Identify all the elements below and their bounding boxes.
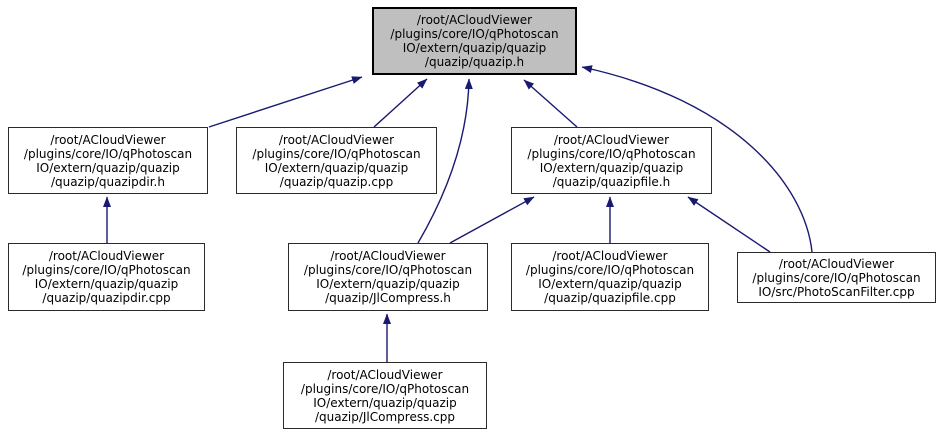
edge-jlcompress-h-to-quazipfile-h [449, 196, 535, 244]
node-jlcompress-cpp[interactable]: /root/ACloudViewer /plugins/core/IO/qPho… [283, 362, 487, 429]
edge-jlcompress-h-to-quazip-h [417, 78, 473, 244]
node-quazipdir-h[interactable]: /root/ACloudViewer /plugins/core/IO/qPho… [8, 127, 208, 194]
node-quazipfile-h[interactable]: /root/ACloudViewer /plugins/core/IO/qPho… [511, 127, 712, 194]
node-jlcompress-h[interactable]: /root/ACloudViewer /plugins/core/IO/qPho… [288, 243, 488, 311]
node-quazip-h[interactable]: /root/ACloudViewer /plugins/core/IO/qPho… [372, 7, 577, 75]
edge-quazipfile-h-to-quazip-h [523, 79, 578, 128]
edge-quazip-cpp-to-quazip-h [373, 78, 428, 128]
edge-photoscanfilter-to-quazipfile-h [687, 196, 771, 253]
node-quazipdir-cpp[interactable]: /root/ACloudViewer /plugins/core/IO/qPho… [8, 243, 205, 311]
edge-quazipdir-h-to-quazip-h [208, 76, 363, 128]
node-photoscanfilter-cpp[interactable]: /root/ACloudViewer /plugins/core/IO/qPho… [737, 252, 936, 303]
node-quazipfile-cpp[interactable]: /root/ACloudViewer /plugins/core/IO/qPho… [511, 243, 709, 311]
edge-photoscanfilter-to-quazip-h [581, 65, 813, 253]
node-quazip-cpp[interactable]: /root/ACloudViewer /plugins/core/IO/qPho… [236, 127, 437, 194]
